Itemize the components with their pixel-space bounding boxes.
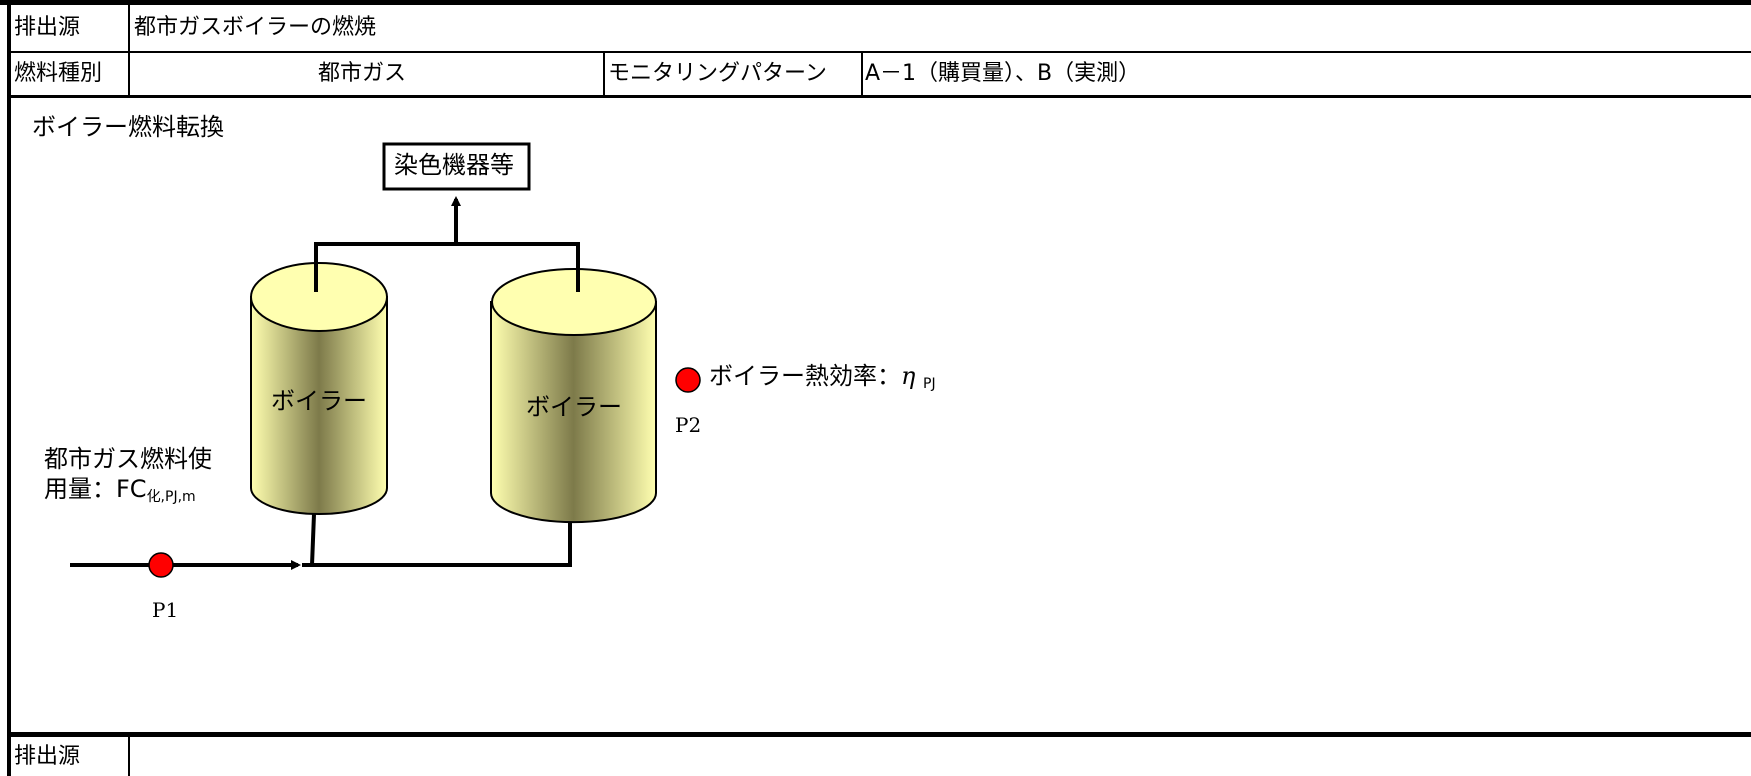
measurement-point-p1: [148, 552, 174, 578]
footer-source-label: 排出源: [14, 744, 81, 769]
fuel-type-value: 都市ガス: [318, 61, 407, 86]
fuel-usage-line2-prefix: 用量：FC: [44, 475, 147, 503]
boiler-1: [250, 262, 388, 515]
fuel-type-label: 燃料種別: [14, 61, 103, 86]
point-p2-label: P2: [675, 413, 702, 437]
boiler-1-label: ボイラー: [271, 387, 367, 415]
fuel-usage-line1: 都市ガス燃料使: [44, 445, 212, 473]
monitoring-label: モニタリングパターン: [608, 61, 827, 86]
fuel-header-pipe: [302, 513, 572, 567]
monitoring-value: A－1（購買量）、B（実測）: [865, 61, 1141, 86]
equipment-box: [382, 142, 531, 191]
efficiency-symbol: η: [901, 362, 916, 390]
point-p1-label: P1: [152, 598, 179, 622]
boiler-2-label: ボイラー: [526, 393, 622, 421]
efficiency-prefix: ボイラー熱効率：: [709, 362, 901, 390]
source-label: 排出源: [14, 15, 81, 40]
measurement-point-p2: [675, 367, 701, 393]
fuel-usage-subscript: 化,PJ,m: [146, 489, 196, 505]
fuel-usage-label: 都市ガス燃料使 用量：FC化,PJ,m: [44, 444, 212, 507]
fuel-usage-line2: 用量：FC化,PJ,m: [44, 474, 212, 507]
equipment-box-label: 染色機器等: [394, 151, 514, 179]
source-value: 都市ガスボイラーの燃焼: [134, 15, 377, 40]
boiler-2: [490, 268, 657, 524]
section-title: ボイラー燃料転換: [32, 113, 224, 141]
efficiency-label: ボイラー熱効率：η PJ: [709, 361, 936, 394]
efficiency-subscript: PJ: [923, 376, 936, 392]
